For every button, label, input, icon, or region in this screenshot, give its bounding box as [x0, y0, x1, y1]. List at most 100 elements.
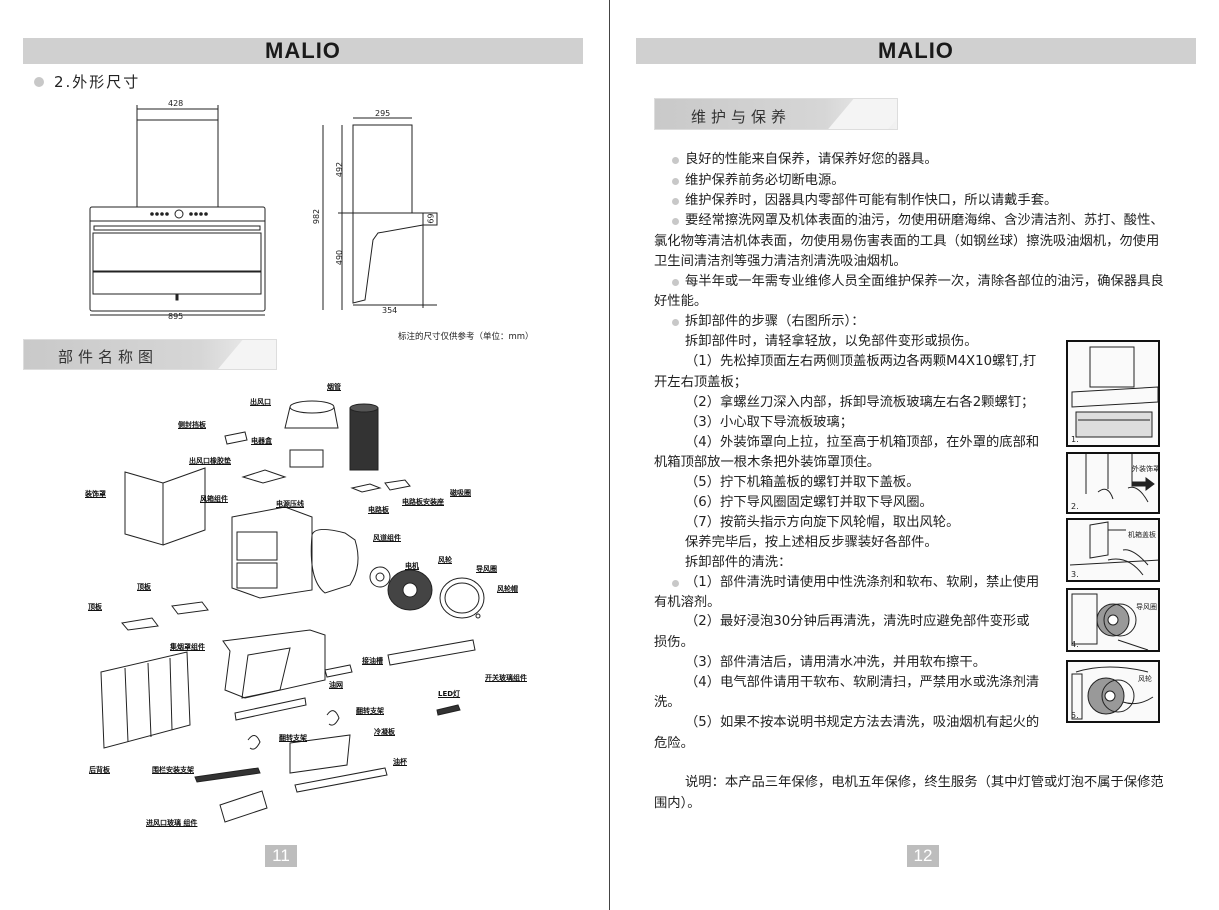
- part-label: 翻转支架: [356, 707, 384, 715]
- text-line: 良好的性能来自保养，请保养好您的器具。: [685, 152, 938, 167]
- part-label: 开关玻璃组件: [485, 674, 527, 682]
- dim-top-width: 428: [168, 99, 184, 108]
- part-label: 电路板: [368, 506, 389, 514]
- part-label: 烟管: [327, 383, 341, 391]
- bullet-icon: [672, 198, 679, 205]
- part-label: 电器盒: [251, 437, 272, 445]
- part-label: 顶板: [88, 603, 102, 611]
- part-label: 油杯: [393, 758, 407, 766]
- part-label: 导风圈: [476, 565, 497, 573]
- text-line: 开左右顶盖板；: [654, 375, 748, 390]
- text-line: （2）拿螺丝刀深入内部，拆卸导流板玻璃左右各2颗螺钉；: [685, 395, 1035, 410]
- part-label: 顶板: [137, 583, 151, 591]
- header-bar-right: MALIO: [636, 38, 1196, 64]
- bullet-icon: [672, 319, 679, 326]
- part-label: 电源压线: [276, 500, 304, 508]
- text-line: 保养完毕后，按上述相反步骤装好各部件。: [685, 535, 938, 550]
- text-line: 有机溶剂。: [654, 595, 721, 610]
- part-label: 电机: [405, 562, 419, 570]
- text-line: （3）部件清洁后，请用清水冲洗，并用软布擦干。: [685, 655, 986, 670]
- text-line: 要经常擦洗网罩及机体表面的油污，勿使用研磨海绵、含沙清洁剂、苏打、酸性、: [685, 213, 1164, 228]
- part-label: 风箱组件: [200, 495, 228, 503]
- dim-total-height: 982: [312, 208, 322, 225]
- part-label: 磁吸圈: [450, 489, 471, 497]
- bullet-icon: [672, 218, 679, 225]
- step-photo-4: 导风圈 4.: [1066, 588, 1160, 652]
- photo-label: 导风圈: [1136, 603, 1157, 611]
- step-photo-2: 外装饰罩 2.: [1066, 452, 1160, 514]
- text-line: （4）外装饰罩向上拉，拉至高于机箱顶部，在外罩的底部和: [685, 435, 1040, 450]
- dimension-drawing: [89, 105, 438, 316]
- part-label: 风轮帽: [497, 585, 518, 593]
- part-label: 出风口: [250, 398, 271, 406]
- part-label: LED灯: [438, 690, 461, 698]
- part-label: 侧封挡板: [178, 421, 206, 429]
- step-photo-1: 1.: [1066, 340, 1160, 447]
- bullet-icon: [672, 178, 679, 185]
- dim-total-width: 895: [168, 312, 184, 321]
- part-label: 集烟罩组件: [170, 643, 205, 651]
- header-bar-left: MALIO: [23, 38, 583, 64]
- page-number-right: 12: [907, 845, 939, 867]
- part-label: 风轮: [438, 556, 452, 564]
- photo-label: 风轮: [1138, 675, 1152, 683]
- part-label: 围栏安装支架: [152, 766, 194, 774]
- text-line: 危险。: [654, 736, 694, 751]
- section-maintenance-title: 维护与保养: [691, 108, 792, 126]
- brand-logo: MALIO: [878, 38, 954, 63]
- text-line: （1）部件清洗时请使用中性洗涤剂和软布、软刷，禁止使用: [685, 575, 1040, 590]
- text-line: 好性能。: [654, 294, 708, 309]
- part-label: 冷凝板: [374, 728, 395, 736]
- text-line: （1）先松掉顶面左右两侧顶盖板两边各两颗M4X10螺钉,打: [685, 354, 1037, 369]
- text-line: （3）小心取下导流板玻璃；: [685, 415, 854, 430]
- text-line: 拆卸部件的清洗：: [685, 555, 792, 570]
- step-number: 3.: [1071, 570, 1079, 579]
- dim-bottom-depth: 354: [382, 306, 398, 315]
- text-line: （6）拧下导风圈固定螺钉并取下导风圈。: [685, 495, 933, 510]
- text-line: 卫生间清洁剂等强力清洁剂清洗吸油烟机。: [654, 254, 907, 269]
- section-dimensions-title: 2.外形尺寸: [54, 73, 141, 91]
- text-line: 损伤。: [654, 635, 694, 650]
- text-line: （4）电气部件请用干软布、软刷清扫，严禁用水或洗涤剂清: [685, 675, 1040, 690]
- part-label: 电路板安装座: [402, 498, 444, 506]
- step-number: 1.: [1071, 435, 1079, 444]
- text-line: 拆卸部件的步骤（右图所示）：: [685, 314, 865, 329]
- text-line: 洗。: [654, 695, 681, 710]
- text-line: 机箱顶部放一根木条把外装饰罩顶住。: [654, 455, 881, 470]
- bullet-icon: [672, 580, 679, 587]
- step-photo-3: 机箱盖板 3.: [1066, 518, 1160, 582]
- part-label: 油网: [329, 681, 343, 689]
- part-label: 出风口橡胶垫: [189, 457, 231, 465]
- text-line: 拆卸部件时，请轻拿轻放，以免部件变形或损伤。: [685, 334, 978, 349]
- dim-lower-height: 490: [335, 249, 345, 266]
- dimension-note: 标注的尺寸仅供参考（单位：mm）: [398, 332, 534, 342]
- part-label: 后背板: [89, 766, 110, 774]
- text-line: （5）如果不按本说明书规定方法去清洗，吸油烟机有起火的: [685, 715, 1040, 730]
- part-label: 进风口玻璃 组件: [146, 819, 198, 827]
- page-number-left: 11: [265, 845, 297, 867]
- dim-side-top: 295: [375, 109, 391, 118]
- step-number: 5.: [1071, 711, 1079, 720]
- step-number: 4.: [1071, 640, 1079, 649]
- text-line: （7）按箭头指示方向旋下风轮帽，取出风轮。: [685, 515, 960, 530]
- exploded-parts-diagram: [100, 400, 485, 823]
- section-parts-header: 部件名称图: [23, 339, 277, 370]
- part-label: 装饰罩: [85, 490, 106, 498]
- bullet-icon: [672, 157, 679, 164]
- step-photo-5: 风轮 5.: [1066, 660, 1160, 723]
- photo-label: 外装饰罩: [1132, 465, 1160, 473]
- step-number: 2.: [1071, 502, 1079, 511]
- text-line: 维护保养前务必切断电源。: [685, 173, 845, 188]
- part-label: 风道组件: [373, 534, 401, 542]
- page-divider: [609, 0, 610, 910]
- part-label: 翻转支架: [279, 734, 307, 742]
- section-maintenance-header: 维护与保养: [654, 98, 898, 130]
- part-label: 接油槽: [362, 657, 383, 665]
- dim-box-height: 69: [426, 213, 436, 224]
- bullet-icon: [672, 279, 679, 286]
- text-line: 维护保养时，因器具内零部件可能有制作快口，所以请戴手套。: [685, 193, 1058, 208]
- text-line: 围内）。: [654, 796, 701, 811]
- text-line: 每半年或一年需专业维修人员全面维护保养一次，清除各部位的油污，确保器具良: [685, 274, 1164, 289]
- bullet-icon: [34, 77, 44, 87]
- text-line: 说明：本产品三年保修，电机五年保修，终生服务（其中灯管或灯泡不属于保修范: [685, 775, 1164, 790]
